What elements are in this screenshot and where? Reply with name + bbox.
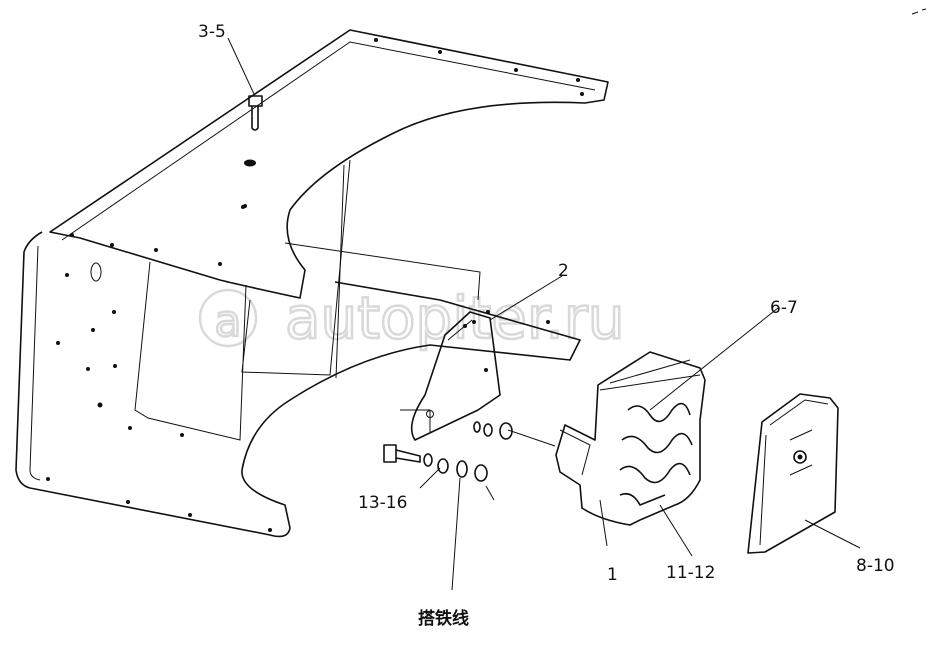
callout-11-12: 11-12 [666, 563, 715, 583]
callout-8-10: 8-10 [856, 556, 895, 576]
svg-text:a: a [215, 296, 242, 347]
callout-3-5: 3-5 [198, 22, 226, 42]
callout-1: 1 [607, 565, 618, 585]
cover-8-10 [747, 393, 839, 554]
callout-13-16: 13-16 [358, 493, 407, 513]
leader-lines [227, 8, 927, 591]
bolt-3-5 [243, 95, 263, 208]
main-bracket [15, 29, 609, 538]
watermark: a autopiter.ru [198, 283, 626, 353]
callout-ground-wire: 搭铁线 [418, 608, 469, 629]
control-unit-1 [555, 351, 706, 526]
bracket-plate-2 [400, 311, 501, 441]
fasteners-13-16 [383, 421, 556, 482]
callout-6-7: 6-7 [770, 298, 798, 318]
callout-2: 2 [558, 261, 569, 281]
watermark-text: autopiter.ru [285, 284, 624, 352]
